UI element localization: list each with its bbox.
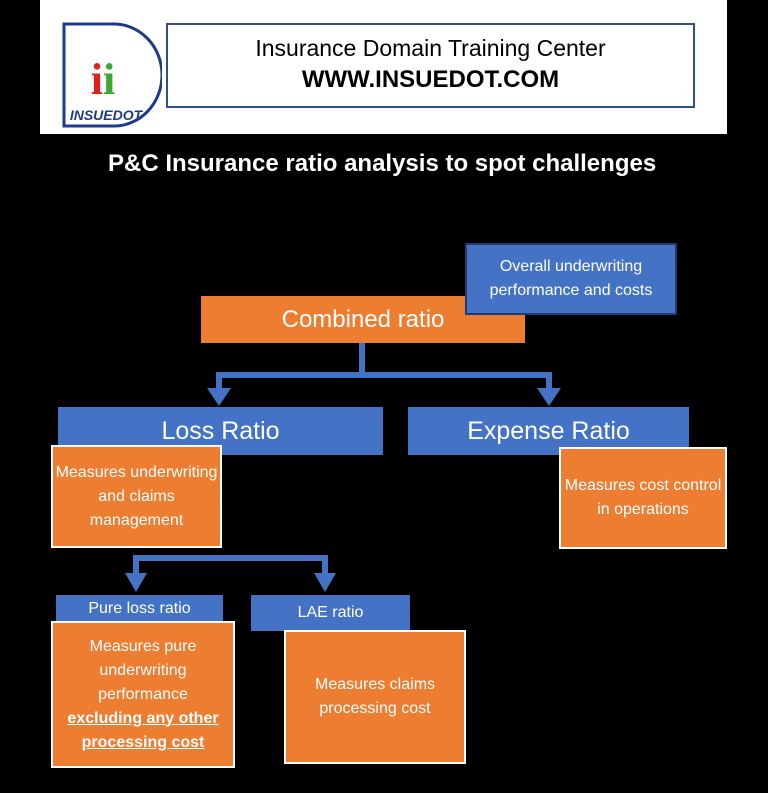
arrow-head-right bbox=[537, 388, 561, 406]
arrow-head-left bbox=[207, 388, 231, 406]
connector-vertical bbox=[359, 343, 365, 375]
insuedot-logo: ii INSUEDOT bbox=[62, 22, 162, 128]
loss-ratio-description: Measures underwriting and claims managem… bbox=[51, 445, 222, 548]
pure-loss-ratio-box: Pure loss ratio bbox=[56, 595, 223, 623]
title-box: Insurance Domain Training Center WWW.INS… bbox=[166, 23, 695, 108]
pure-loss-ratio-description: Measures pure underwriting performance e… bbox=[51, 621, 235, 768]
expense-ratio-description: Measures cost control in operations bbox=[559, 447, 727, 549]
pure-desc-text: Measures pure underwriting performance bbox=[89, 637, 197, 703]
lae-ratio-box: LAE ratio bbox=[251, 595, 410, 631]
title-line1: Insurance Domain Training Center bbox=[255, 35, 606, 61]
lae-ratio-description: Measures claims processing cost bbox=[284, 630, 466, 764]
arrow-head-lower-right bbox=[314, 573, 336, 592]
arrow-head-lower-left bbox=[125, 573, 147, 592]
page-title: P&C Insurance ratio analysis to spot cha… bbox=[108, 150, 657, 177]
logo-text: INSUEDOT bbox=[70, 107, 144, 123]
pure-desc-emphasis: excluding any other processing cost bbox=[67, 709, 219, 751]
logo-mark: ii bbox=[91, 55, 115, 104]
title-line2: WWW.INSUEDOT.COM bbox=[301, 66, 560, 93]
connector-horizontal bbox=[216, 372, 552, 378]
connector-horizontal-lower bbox=[133, 555, 328, 561]
overall-note-box: Overall underwriting performance and cos… bbox=[465, 243, 677, 315]
